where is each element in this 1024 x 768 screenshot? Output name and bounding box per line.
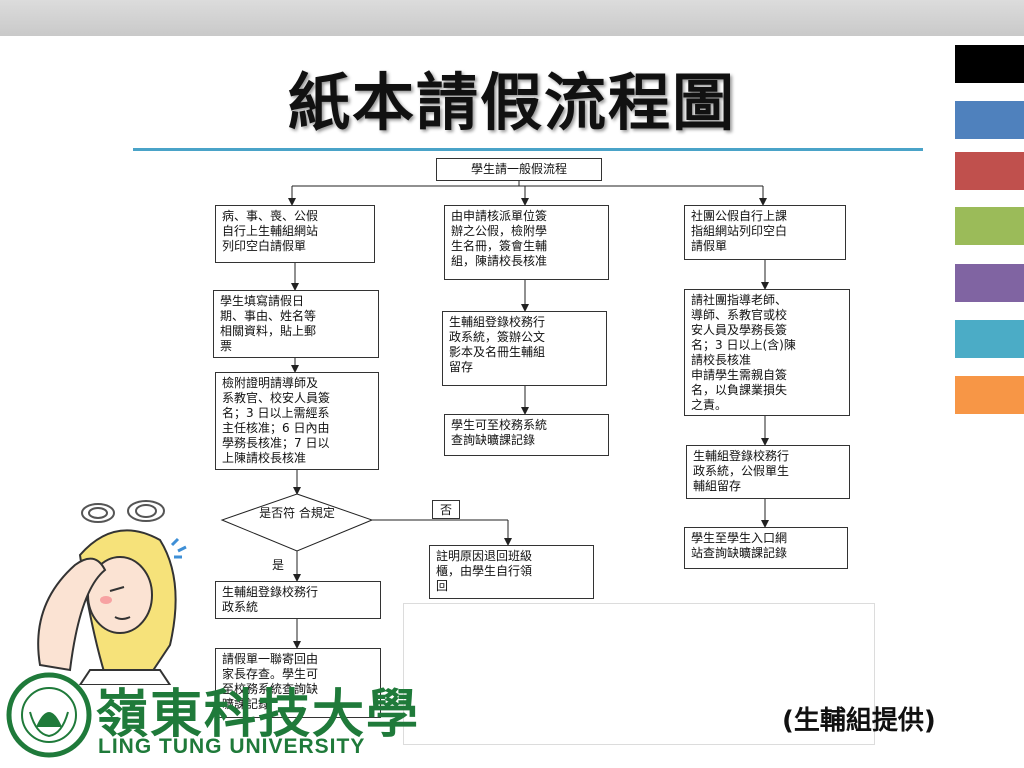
right-step-3: 生輔組登錄校務行 政系統，公假單生 輔組留存 bbox=[686, 445, 850, 499]
left-step-4: 生輔組登錄校務行 政系統 bbox=[215, 581, 381, 619]
top-band bbox=[0, 0, 1024, 36]
color-swatch-2 bbox=[955, 101, 1024, 139]
left-step-1: 病、事、喪、公假 自行上生輔組網站 列印空白請假單 bbox=[215, 205, 375, 263]
left-step-2: 學生填寫請假日 期、事由、姓名等 相關資料，貼上郵 票 bbox=[213, 290, 379, 358]
right-step-2: 請社團指導老師、 導師、系教官或校 安人員及學務長簽 名；3 日以上(含)陳 請… bbox=[684, 289, 850, 416]
middle-step-1: 由申請核派單位簽 辦之公假，檢附學 生名冊，簽會生輔 組，陳請校長核准 bbox=[444, 205, 609, 280]
university-seal-logo bbox=[6, 672, 92, 758]
color-swatch-1 bbox=[955, 45, 1024, 83]
decision-diamond bbox=[220, 493, 374, 552]
color-swatch-6 bbox=[955, 320, 1024, 358]
yes-label: 是 bbox=[272, 556, 285, 573]
no-label: 否 bbox=[432, 500, 460, 519]
right-step-1: 社團公假自行上課 指組網站列印空白 請假單 bbox=[684, 205, 846, 260]
title-underline bbox=[133, 148, 923, 151]
slide-title: 紙本請假流程圖 bbox=[287, 66, 736, 139]
university-name-en: LING TUNG UNIVERSITY bbox=[98, 735, 366, 758]
worried-girl-illustration bbox=[37, 500, 187, 685]
middle-step-3: 學生可至校務系統 查詢缺曠課記錄 bbox=[444, 414, 609, 456]
color-swatch-4 bbox=[955, 207, 1024, 245]
university-name-cn: 嶺東科技大學 bbox=[96, 685, 421, 745]
left-reject: 註明原因退回班級 櫃，由學生自行領 回 bbox=[429, 545, 594, 599]
flow-root: 學生請一般假流程 bbox=[436, 158, 602, 181]
color-swatch-7 bbox=[955, 376, 1024, 414]
right-step-4: 學生至學生入口網 站查詢缺曠課記錄 bbox=[684, 527, 848, 569]
left-step-5: 請假單一聯寄回由 家長存查。學生可 至校務系統查詢缺 曠課記錄 bbox=[215, 648, 381, 718]
color-swatch-5 bbox=[955, 264, 1024, 302]
middle-step-2: 生輔組登錄校務行 政系統，簽辦公文 影本及名冊生輔組 留存 bbox=[442, 311, 607, 386]
blank-panel bbox=[403, 603, 875, 745]
left-step-3: 檢附證明請導師及 系教官、校安人員簽 名；3 日以上需經系 主任核准；6 日內由… bbox=[215, 372, 379, 470]
credit-text: (生輔組提供) bbox=[782, 706, 936, 736]
decision-text: 是否符 合規定 bbox=[259, 506, 335, 520]
color-swatch-3 bbox=[955, 152, 1024, 190]
